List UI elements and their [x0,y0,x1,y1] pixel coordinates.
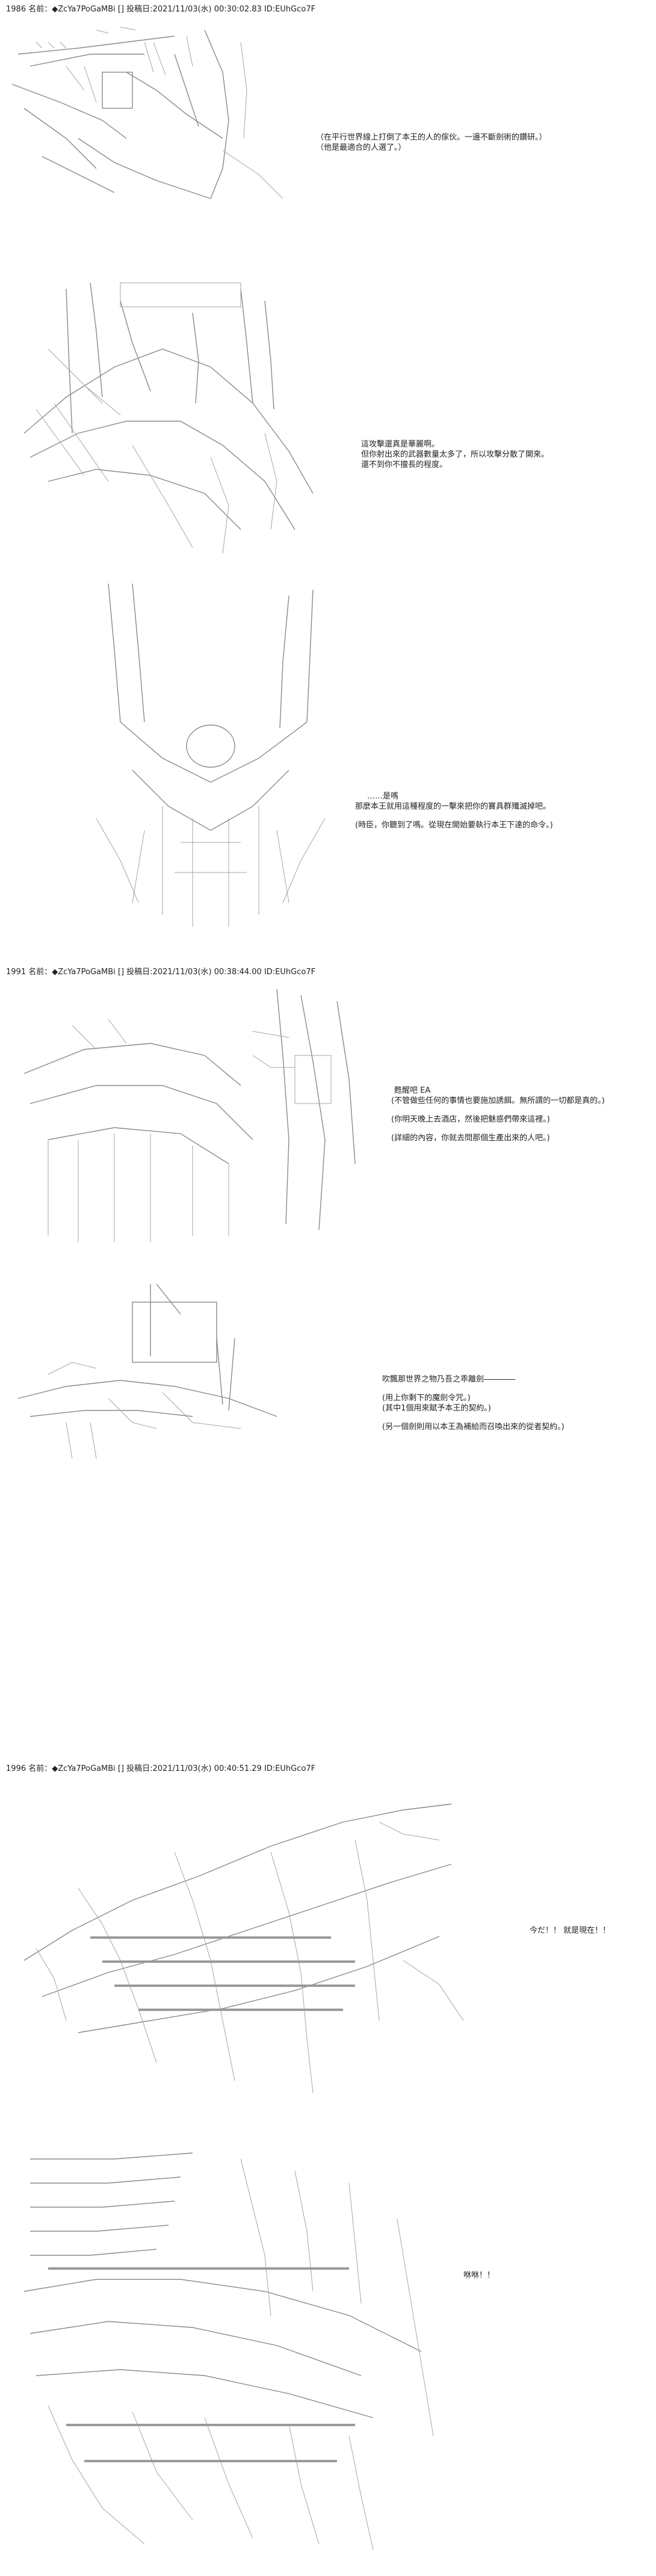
dialogue-line: (不管做些任何的事情也要施加誘餌。無所謂的一切都是真的。) [391,1096,605,1105]
dialogue-line: (另一個劍則用以本王為補給而召喚出來的從者契約。) [382,1422,565,1432]
dialogue-line: 甦醒吧 EA [394,1086,431,1095]
ascii-art-figure [11,26,283,199]
panel-4-text: 甦醒吧 EA (不管做些任何的事情也要施加誘餌。無所謂的一切都是真的。) (你明… [391,1086,605,1143]
post-header: 1986 名前：◆ZcYa7PoGaMBi [] 投稿日:2021/11/03(… [6,5,316,14]
ascii-art-figure [23,2152,434,2551]
panel-5: 吹飄那世界之物乃吾之乖離劍―――― (用上你剩下的魔劍令咒。) (其中1個用來賦… [0,1278,656,1459]
dialogue-line: (你明天晚上去酒店，然後把魅惑們帶來這裡。) [391,1115,550,1124]
panel-2-text: 這攻擊還真是華麗啊。 但你射出來的武器數量太多了，所以攻擊分散了開來。 還不到你… [361,439,549,470]
ascii-art-figure [23,989,356,1242]
ascii-art-figure [96,583,326,927]
dialogue-line: 還不到你不擅長的程度。 [361,460,448,469]
dialogue-line: (詳細的內容，你就去問那個生產出來的人吧。) [391,1134,550,1143]
ascii-art-figure [17,1283,277,1459]
dialogue-line: 咻咻！！ [463,2271,495,2280]
dialogue-line: （他是最適合的人選了。） [316,143,406,152]
panel-7: 咻咻！！ [0,2135,656,2568]
dialogue-line: (時臣，你聽到了嗎。從現在開始要執行本王下達的命令。) [355,821,553,830]
panel-6-text: 今だ！！ 就是現在！！ [530,1926,610,1936]
panel-3-text: ……是嗎 那麼本王就用這種程度的一擊來把你的寶具群殲滅掉吧。 (時臣，你聽到了嗎… [355,791,553,830]
panel-5-text: 吹飄那世界之物乃吾之乖離劍―――― (用上你剩下的魔劍令咒。) (其中1個用來賦… [382,1374,565,1432]
dialogue-line: 今だ！！ 就是現在！！ [530,1926,611,1935]
panel-7-text: 咻咻！！ [463,2270,495,2281]
ascii-art-figure [23,282,314,554]
dialogue-line: 吹飄那世界之物乃吾之乖離劍―――― [382,1375,516,1384]
post-header: 1996 名前：◆ZcYa7PoGaMBi [] 投稿日:2021/11/03(… [6,1764,316,1773]
dialogue-line: 這攻擊還真是華麗啊。 [361,440,440,449]
ascii-art-figure [23,1803,464,2093]
dialogue-line: (用上你剩下的魔劍令咒。) [382,1394,471,1403]
dialogue-line: 那麼本王就用這種程度的一擊來把你的寶具群殲滅掉吧。 [355,802,551,811]
dialogue-line: (其中1個用來賦予本王的契約。) [382,1404,491,1413]
panel-1-text: （在平行世界線上打倒了本王的人的傢伙。一邊不斷劍術的鑽研。） （他是最適合的人選… [316,132,547,153]
dialogue-line: （在平行世界線上打倒了本王的人的傢伙。一邊不斷劍術的鑽研。） [316,133,547,142]
dialogue-line: 但你射出來的武器數量太多了，所以攻擊分散了開來。 [361,450,549,459]
panel-4: 甦醒吧 EA (不管做些任何的事情也要施加誘餌。無所謂的一切都是真的。) (你明… [0,983,656,1260]
panel-1: （在平行世界線上打倒了本王的人的傢伙。一邊不斷劍術的鑽研。） （他是最適合的人選… [0,18,656,217]
panel-2: 這攻擊還真是華麗啊。 但你射出來的武器數量太多了，所以攻擊分散了開來。 還不到你… [0,277,656,566]
dialogue-line: ……是嗎 [367,792,399,801]
panel-3: ……是嗎 那麼本王就用這種程度的一擊來把你的寶具群殲滅掉吧。 (時臣，你聽到了嗎… [0,578,656,951]
panel-6: 今だ！！ 就是現在！！ [0,1780,656,2117]
post-header: 1991 名前：◆ZcYa7PoGaMBi [] 投稿日:2021/11/03(… [6,968,316,977]
